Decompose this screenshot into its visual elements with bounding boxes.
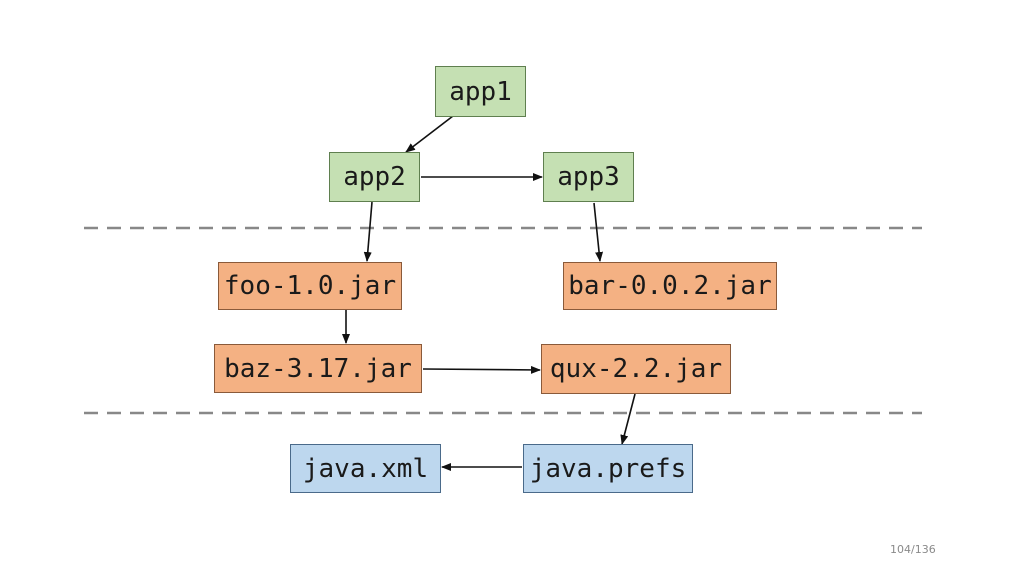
edge-qux-javaprefs [620,393,636,445]
edge-baz-qux [422,365,541,374]
page-number: 104/136 [890,543,936,556]
node-app3: app3 [543,152,634,202]
node-app2: app2 [329,152,420,202]
node-java-prefs: java.prefs [523,444,693,493]
node-bar-jar: bar-0.0.2.jar [563,262,777,310]
node-baz-jar: baz-3.17.jar [214,344,422,393]
edge-app3-bar [593,202,604,262]
node-qux-jar: qux-2.2.jar [541,344,731,394]
edge-app1-app2 [405,115,454,153]
edge-app2-foo [363,201,373,262]
node-foo-jar: foo-1.0.jar [218,262,402,310]
node-java-xml: java.xml [290,444,441,493]
node-app1: app1 [435,66,526,117]
